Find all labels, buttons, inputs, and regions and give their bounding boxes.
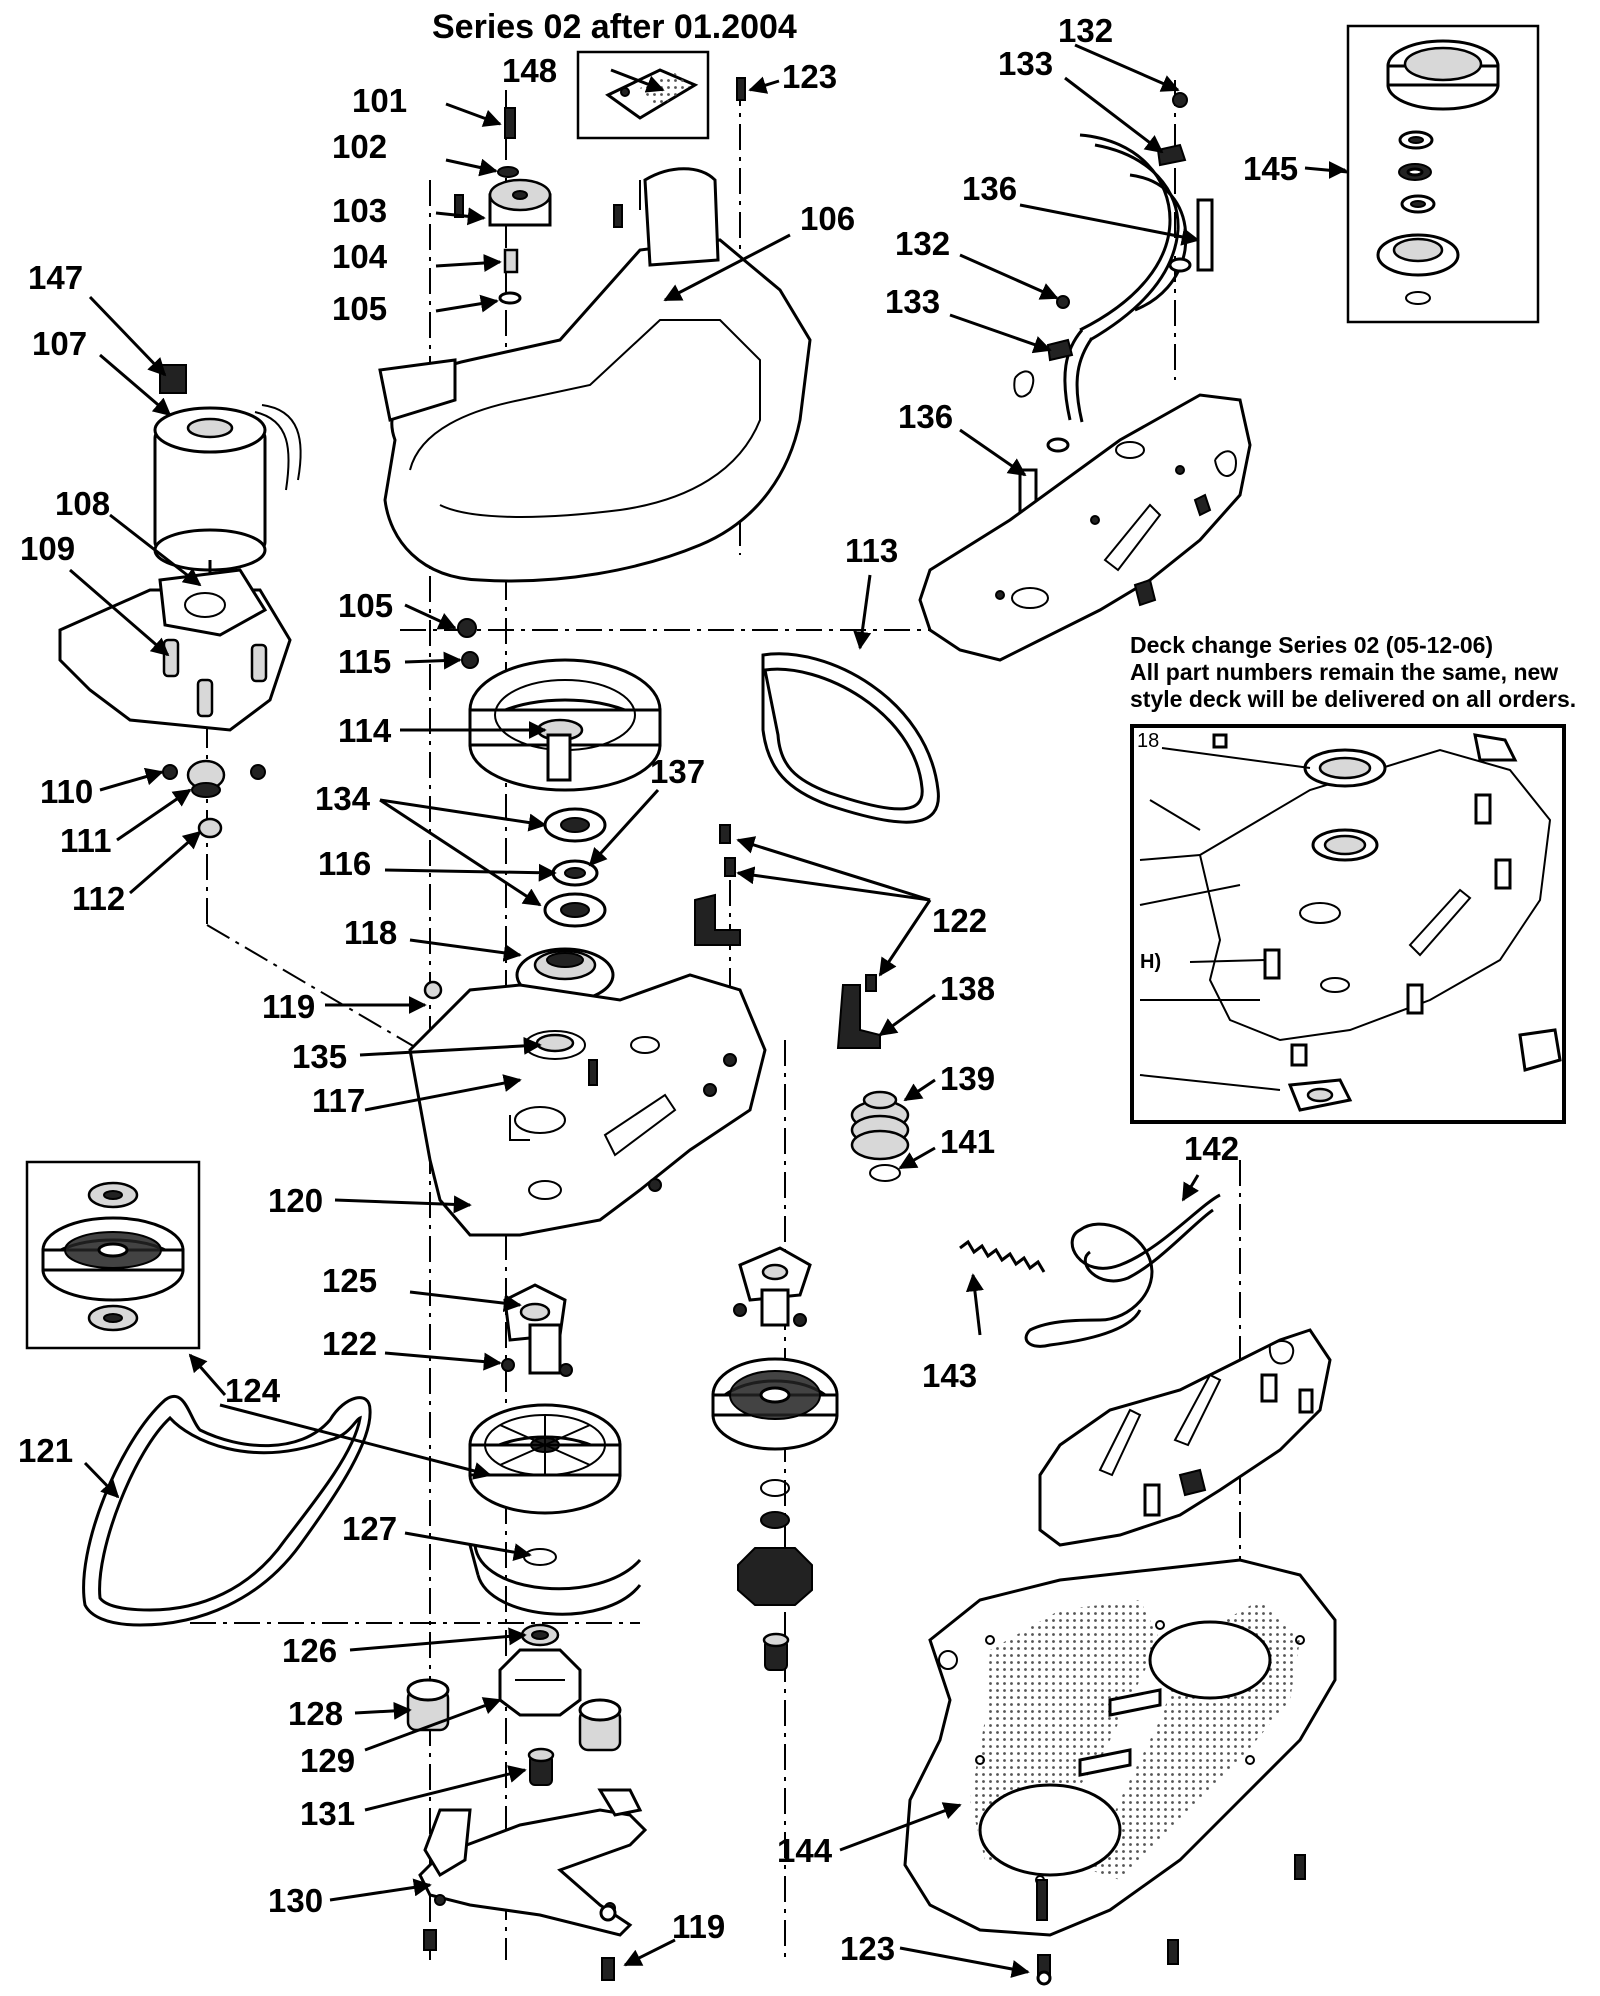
callout-132-mid: 132 <box>895 225 950 262</box>
deck-note-line1: Deck change Series 02 (05-12-06) <box>1130 632 1493 658</box>
callout-138: 138 <box>940 970 995 1007</box>
main-plate-120 <box>408 973 767 1237</box>
callout-141: 141 <box>940 1123 995 1160</box>
spring-and-wire <box>959 1193 1221 1348</box>
callout-102: 102 <box>332 128 387 165</box>
upper-pulley-group <box>457 618 662 1003</box>
inset-ref-h: H) <box>1140 951 1161 973</box>
new-deck-inset: 18 H) <box>1130 724 1566 1124</box>
callout-134: 134 <box>315 780 371 817</box>
callout-118: 118 <box>344 914 397 951</box>
callout-147: 147 <box>28 259 83 296</box>
bottom-plate-144 <box>903 1558 1337 1986</box>
callout-125: 125 <box>322 1262 377 1299</box>
callout-104: 104 <box>332 238 388 275</box>
callout-130: 130 <box>268 1882 323 1919</box>
callout-132-top: 132 <box>1058 12 1113 49</box>
motor <box>153 364 302 585</box>
callout-labels: Series 02 after 01.2004 101 102 103 104 … <box>18 8 1298 1967</box>
series02-inset-148 <box>576 50 710 140</box>
callout-106: 106 <box>800 200 855 237</box>
callout-126: 126 <box>282 1632 337 1669</box>
callout-105-top: 105 <box>332 290 387 327</box>
deck-change-note: Deck change Series 02 (05-12-06) All par… <box>1130 632 1576 712</box>
inset-ref-18: 18 <box>1137 730 1159 752</box>
callout-129: 129 <box>300 1742 355 1779</box>
callout-127: 127 <box>342 1510 397 1547</box>
callout-137: 137 <box>650 753 705 790</box>
callout-131: 131 <box>300 1795 355 1832</box>
callout-121: 121 <box>18 1432 73 1469</box>
lower-bracket-130 <box>418 1788 648 1981</box>
motor-mount-plate <box>58 568 292 839</box>
right-center-pulley-group <box>711 1246 839 1671</box>
callout-136-mid: 136 <box>898 398 953 435</box>
side-brackets <box>694 824 910 1182</box>
deck-note-line3: style deck will be delivered on all orde… <box>1130 686 1576 712</box>
callout-139: 139 <box>940 1060 995 1097</box>
callout-108: 108 <box>55 485 110 522</box>
callout-107: 107 <box>32 325 87 362</box>
callout-136-top: 136 <box>962 170 1017 207</box>
callout-128: 128 <box>288 1695 343 1732</box>
callout-115: 115 <box>338 643 391 680</box>
callout-119-mid: 119 <box>262 988 315 1025</box>
callout-105-mid: 105 <box>338 587 393 624</box>
callout-103: 103 <box>332 192 387 229</box>
callout-109: 109 <box>20 530 75 567</box>
callout-143: 143 <box>922 1357 977 1394</box>
callout-110: 110 <box>40 773 93 810</box>
callout-120: 120 <box>268 1182 323 1219</box>
callout-119-bottom: 119 <box>672 1908 725 1945</box>
leader-lines <box>69 43 1349 1978</box>
callout-123-bottom: 123 <box>840 1930 895 1967</box>
callout-111: 111 <box>60 822 111 859</box>
lower-left-pulley-group <box>406 1283 642 1786</box>
callout-144: 144 <box>777 1832 833 1869</box>
top-housing <box>378 77 812 583</box>
bearing-inset-145 <box>1346 24 1540 324</box>
series-header: Series 02 after 01.2004 <box>432 8 797 46</box>
pulley-spokes <box>485 1415 605 1475</box>
callout-142: 142 <box>1184 1130 1239 1167</box>
callout-135: 135 <box>292 1038 347 1075</box>
callout-101: 101 <box>352 82 407 119</box>
pulley-inset-124 <box>25 1160 201 1350</box>
callout-133-top: 133 <box>998 45 1053 82</box>
callout-148: 148 <box>502 52 557 89</box>
deck-note-line2: All part numbers remain the same, new <box>1130 659 1558 685</box>
callout-114: 114 <box>338 712 392 749</box>
callout-113: 113 <box>845 532 898 569</box>
callout-133-mid: 133 <box>885 283 940 320</box>
callout-145: 145 <box>1243 150 1298 187</box>
belt-121 <box>82 1395 372 1627</box>
callout-117: 117 <box>312 1082 365 1119</box>
callout-122-right: 122 <box>932 902 987 939</box>
callout-112: 112 <box>72 880 125 917</box>
callout-124: 124 <box>225 1372 281 1409</box>
callout-123-top: 123 <box>782 58 837 95</box>
callout-122-mid: 122 <box>322 1325 377 1362</box>
lower-right-frame <box>1038 1328 1332 1547</box>
handle-base-plate <box>918 393 1252 662</box>
belt-113 <box>761 652 940 824</box>
callout-116: 116 <box>318 845 371 882</box>
